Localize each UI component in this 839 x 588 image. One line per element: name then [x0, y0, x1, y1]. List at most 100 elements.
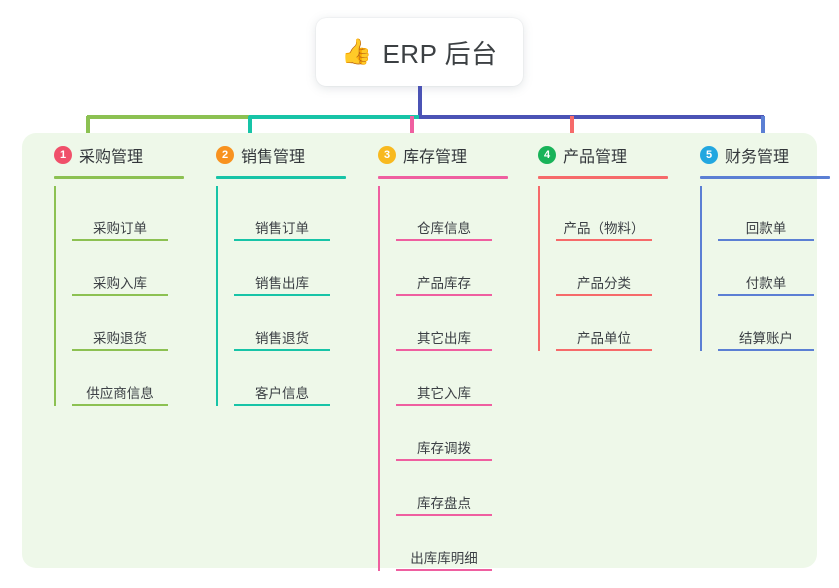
branch-item-label: 采购订单: [93, 221, 147, 236]
branch-item-underline: [396, 294, 492, 296]
branch-item-underline: [72, 349, 168, 351]
branch-item[interactable]: 库存调拨: [396, 406, 492, 461]
branch-item[interactable]: 其它入库: [396, 351, 492, 406]
branch-item-label: 结算账户: [739, 331, 793, 346]
branch-underline: [700, 176, 830, 179]
branch-item-underline: [396, 404, 492, 406]
branch-item-label: 销售退货: [255, 331, 309, 346]
branch-item-underline: [234, 404, 330, 406]
branch-underline: [54, 176, 184, 179]
branch-item-underline: [72, 294, 168, 296]
branch-number-badge: 5: [700, 146, 718, 164]
branch-item-underline: [396, 514, 492, 516]
branch-item[interactable]: 产品库存: [396, 241, 492, 296]
branch-column: 5 财务管理回款单付款单结算账户: [684, 133, 839, 351]
branch-header-4[interactable]: 4 产品管理: [522, 133, 684, 177]
branch-spine: [54, 186, 56, 406]
branch-spine: [216, 186, 218, 406]
branch-title: 销售管理: [241, 149, 306, 166]
branch-item[interactable]: 库存盘点: [396, 461, 492, 516]
branch-item[interactable]: 产品分类: [556, 241, 652, 296]
branch-item[interactable]: 结算账户: [718, 296, 814, 351]
thumbs-up-icon: 👍: [341, 37, 373, 66]
branch-item-underline: [556, 239, 652, 241]
branch-number-badge: 4: [538, 146, 556, 164]
root-node-title: ERP 后台: [382, 38, 498, 69]
branch-item-label: 库存盘点: [417, 496, 471, 511]
branch-item[interactable]: 采购入库: [72, 241, 168, 296]
branch-item[interactable]: 回款单: [718, 186, 814, 241]
branch-title: 产品管理: [563, 149, 628, 166]
branch-item-label: 回款单: [745, 221, 787, 236]
branch-item-label: 采购入库: [93, 276, 147, 291]
branch-item-label: 产品单位: [577, 331, 631, 346]
branch-underline: [216, 176, 346, 179]
branch-item[interactable]: 客户信息: [234, 351, 330, 406]
branch-item-label: 其它入库: [417, 386, 471, 401]
branch-spine: [538, 186, 540, 351]
branch-item-underline: [556, 294, 652, 296]
branch-header-1[interactable]: 1 采购管理: [38, 133, 200, 177]
branch-title: 库存管理: [403, 149, 468, 166]
branch-column: 2 销售管理销售订单销售出库销售退货客户信息: [200, 133, 362, 406]
branch-item-underline: [396, 569, 492, 571]
branch-item-underline: [234, 294, 330, 296]
branch-item-label: 产品（物料）: [563, 221, 645, 236]
branch-item[interactable]: 采购订单: [72, 186, 168, 241]
branch-item-list: 销售订单销售出库销售退货客户信息: [200, 186, 362, 406]
branch-item[interactable]: 销售退货: [234, 296, 330, 351]
branch-item-underline: [396, 459, 492, 461]
branch-item[interactable]: 其它出库: [396, 296, 492, 351]
branch-item[interactable]: 出库库明细: [396, 516, 492, 571]
branch-item-list: 产品（物料） 产品分类产品单位: [522, 186, 684, 351]
branch-item[interactable]: 销售出库: [234, 241, 330, 296]
branch-item-underline: [234, 239, 330, 241]
branch-spine: [700, 186, 702, 351]
branch-item-list: 回款单付款单结算账户: [684, 186, 839, 351]
branch-item[interactable]: 供应商信息: [72, 351, 168, 406]
branch-item-label: 出库库明细: [410, 551, 478, 566]
branch-item-label: 付款单: [745, 276, 787, 291]
branch-spine: [378, 186, 380, 571]
branch-item-list: 采购订单采购入库采购退货供应商信息: [38, 186, 200, 406]
branch-number-badge: 3: [378, 146, 396, 164]
branch-number-badge: 1: [54, 146, 72, 164]
branch-item-label: 供应商信息: [86, 386, 154, 401]
branch-item[interactable]: 仓库信息: [396, 186, 492, 241]
branch-item[interactable]: 产品（物料）: [556, 186, 652, 241]
branch-header-2[interactable]: 2 销售管理: [200, 133, 362, 177]
branch-item[interactable]: 采购退货: [72, 296, 168, 351]
branch-column: 3 库存管理仓库信息产品库存其它出库其它入库库存调拨库存盘点出库库明细: [362, 133, 524, 571]
branch-header-3[interactable]: 3 库存管理: [362, 133, 524, 177]
branch-title: 采购管理: [79, 149, 144, 166]
branch-item-label: 销售订单: [255, 221, 309, 236]
branch-underline: [378, 176, 508, 179]
branch-item-label: 采购退货: [93, 331, 147, 346]
branch-item-underline: [396, 239, 492, 241]
branch-item[interactable]: 销售订单: [234, 186, 330, 241]
branch-title: 财务管理: [725, 149, 790, 166]
branch-item-label: 客户信息: [255, 386, 309, 401]
branch-item-list: 仓库信息产品库存其它出库其它入库库存调拨库存盘点出库库明细: [362, 186, 524, 571]
branch-item-label: 销售出库: [255, 276, 309, 291]
branch-underline: [538, 176, 668, 179]
branch-columns: 1 采购管理采购订单采购入库采购退货供应商信息 2 销售管理销售订单销售出库销售退货客…: [22, 133, 830, 571]
branch-item-label: 产品分类: [577, 276, 631, 291]
branch-item-underline: [718, 294, 814, 296]
branch-item-underline: [396, 349, 492, 351]
root-node-card[interactable]: 👍 ERP 后台: [316, 18, 523, 86]
branch-item-underline: [72, 404, 168, 406]
branch-item-underline: [234, 349, 330, 351]
branch-column: 4 产品管理产品（物料） 产品分类产品单位: [522, 133, 684, 351]
branch-item-underline: [718, 349, 814, 351]
branch-header-5[interactable]: 5 财务管理: [684, 133, 839, 177]
branch-item-underline: [718, 239, 814, 241]
branch-item[interactable]: 付款单: [718, 241, 814, 296]
branch-column: 1 采购管理采购订单采购入库采购退货供应商信息: [38, 133, 200, 406]
branch-item-label: 产品库存: [417, 276, 471, 291]
branch-number-badge: 2: [216, 146, 234, 164]
branch-item[interactable]: 产品单位: [556, 296, 652, 351]
branch-item-label: 仓库信息: [417, 221, 471, 236]
branch-item-label: 其它出库: [417, 331, 471, 346]
